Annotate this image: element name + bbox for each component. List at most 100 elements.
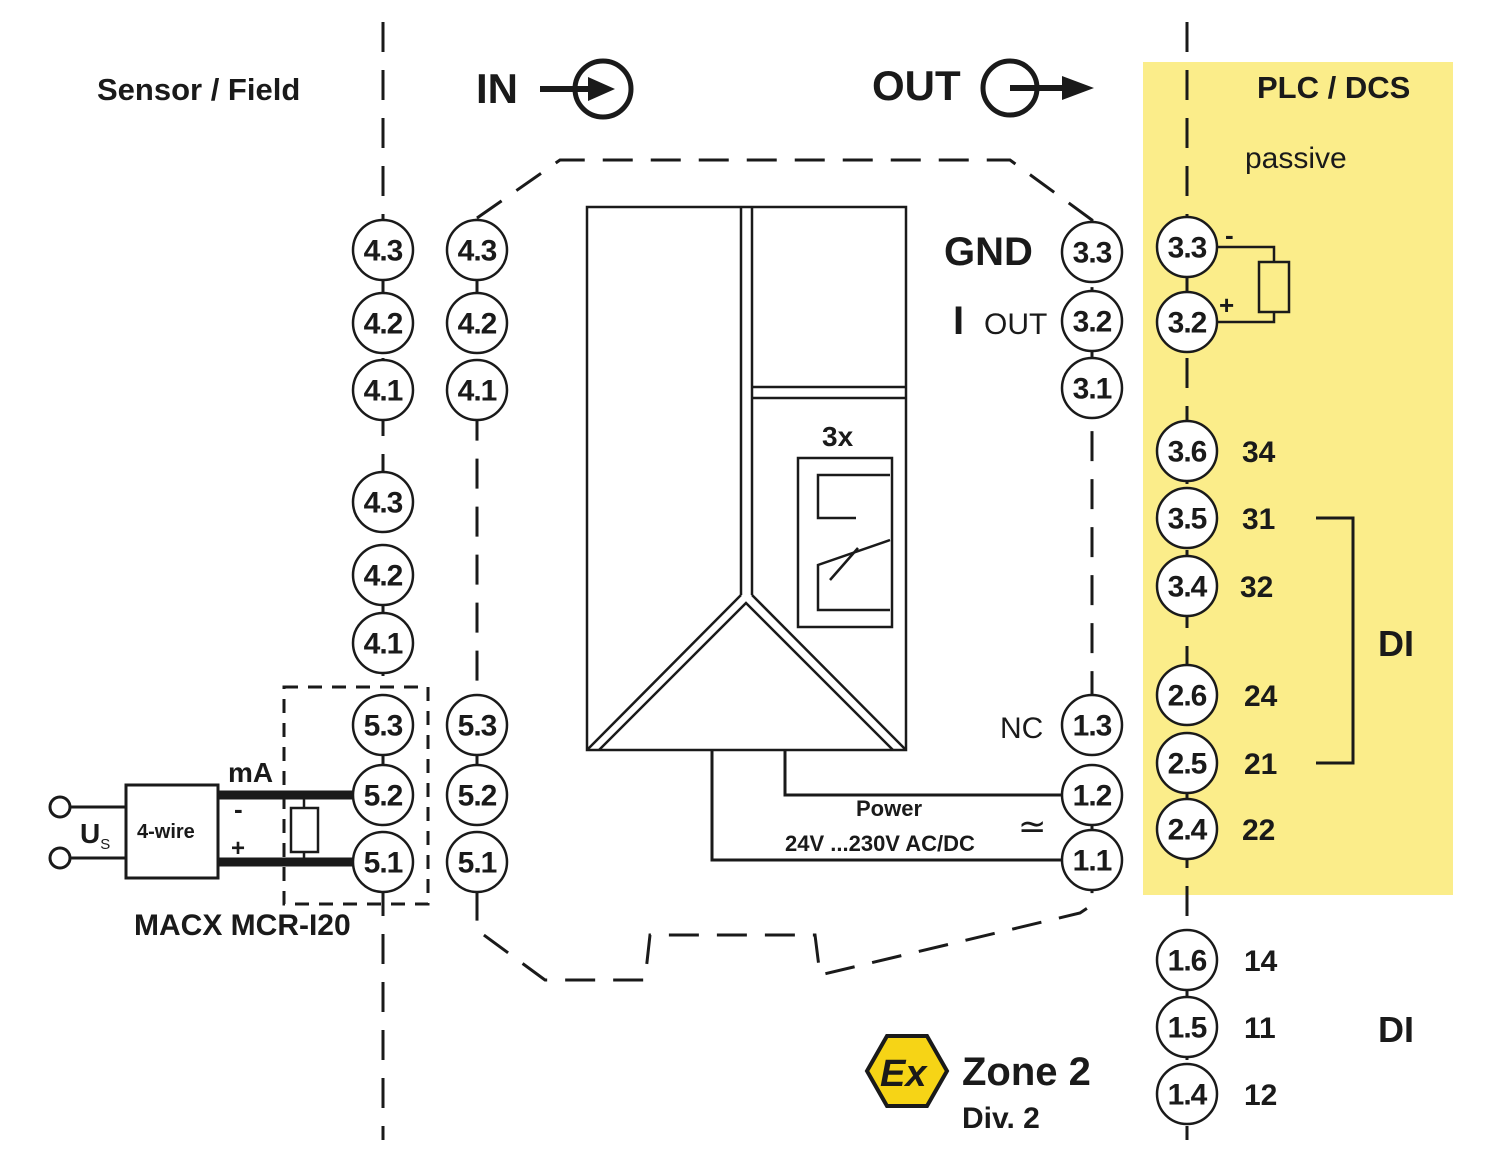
di-upper-bracket xyxy=(1316,516,1355,765)
svg-text:4.2: 4.2 xyxy=(458,308,497,341)
terminal-out-col-3: 1.3 xyxy=(1060,693,1124,757)
terminal-plc-col-5: 2.6 xyxy=(1155,663,1219,727)
device-housing-outline xyxy=(475,158,1094,982)
svg-text:4.3: 4.3 xyxy=(458,235,497,268)
us-label: US xyxy=(80,818,110,853)
svg-text:3.6: 3.6 xyxy=(1168,436,1207,469)
terminal-plc-col-10: 1.4 xyxy=(1155,1062,1219,1126)
terminal-sensor-col-8: 5.1 xyxy=(351,830,415,894)
svg-text:5.2: 5.2 xyxy=(364,780,403,813)
svg-text:3.2: 3.2 xyxy=(1073,306,1112,339)
nc-label: NC xyxy=(1000,712,1043,745)
out-arrow-icon xyxy=(980,58,1094,118)
terminal-in-col-3: 5.3 xyxy=(445,693,509,757)
power-label: Power xyxy=(856,796,922,821)
contact-number-4: 21 xyxy=(1244,748,1277,781)
svg-text:3.3: 3.3 xyxy=(1168,232,1207,265)
ma-label: mA xyxy=(228,757,273,788)
svg-text:1.4: 1.4 xyxy=(1168,1079,1208,1112)
plc-load-resistor-icon xyxy=(1216,245,1291,324)
terminal-out-col-2: 3.1 xyxy=(1060,356,1124,420)
svg-text:2.4: 2.4 xyxy=(1168,814,1208,847)
in-arrow-icon xyxy=(540,58,634,120)
plc-plus-sign: + xyxy=(1219,290,1234,320)
svg-text:3.4: 3.4 xyxy=(1168,571,1208,604)
svg-text:1.2: 1.2 xyxy=(1073,780,1112,813)
terminal-in-col-0: 4.3 xyxy=(445,218,509,282)
i-out-label: OUT xyxy=(984,308,1047,341)
terminal-in-col-4: 5.2 xyxy=(445,763,509,827)
terminal-plc-col-6: 2.5 xyxy=(1155,731,1219,795)
terminal-sensor-col-5: 4.1 xyxy=(351,611,415,675)
svg-text:4.2: 4.2 xyxy=(364,308,403,341)
terminal-in-col-2: 4.1 xyxy=(445,358,509,422)
svg-text:5.1: 5.1 xyxy=(458,847,497,880)
di-lower-label: DI xyxy=(1378,1009,1414,1050)
svg-text:4.1: 4.1 xyxy=(364,628,403,661)
relay-count-label: 3x xyxy=(822,421,854,452)
terminal-sensor-col-6: 5.3 xyxy=(351,693,415,757)
terminal-plc-col-3: 3.5 xyxy=(1155,486,1219,550)
terminal-sensor-col-1: 4.2 xyxy=(351,291,415,355)
di-upper-label: DI xyxy=(1378,623,1414,664)
terminal-sensor-col-0: 4.3 xyxy=(351,218,415,282)
plc-minus-sign: - xyxy=(1225,220,1234,250)
svg-text:3.5: 3.5 xyxy=(1168,503,1207,536)
terminal-plc-col-4: 3.4 xyxy=(1155,554,1219,618)
terminal-in-col-1: 4.2 xyxy=(445,291,509,355)
contact-number-8: 12 xyxy=(1244,1079,1277,1112)
terminal-plc-col-2: 3.6 xyxy=(1155,419,1219,483)
contact-number-2: 32 xyxy=(1240,571,1273,604)
gnd-label: GND xyxy=(944,230,1033,274)
div-label: Div. 2 xyxy=(962,1102,1040,1135)
sensor-minus-sign: - xyxy=(234,794,243,824)
power-wire-1 xyxy=(783,750,1062,797)
svg-text:3.2: 3.2 xyxy=(1168,307,1207,340)
contact-number-0: 34 xyxy=(1242,436,1276,469)
terminal-out-col-5: 1.1 xyxy=(1060,828,1124,892)
out-label: OUT xyxy=(872,62,961,109)
contact-number-7: 11 xyxy=(1244,1012,1276,1045)
svg-text:2.5: 2.5 xyxy=(1168,748,1207,781)
device-block xyxy=(585,205,908,752)
contact-number-6: 14 xyxy=(1244,945,1278,978)
terminal-plc-col-9: 1.5 xyxy=(1155,995,1219,1059)
terminal-sensor-col-2: 4.1 xyxy=(351,358,415,422)
ac-dc-symbol: ≃ xyxy=(1018,808,1047,846)
power-wire-2 xyxy=(710,750,1062,862)
power-range-label: 24V ...230V AC/DC xyxy=(785,831,975,856)
terminal-plc-col-0: 3.3 xyxy=(1155,215,1219,279)
terminal-in-col-5: 5.1 xyxy=(445,830,509,894)
svg-text:1.3: 1.3 xyxy=(1073,710,1112,743)
svg-text:5.2: 5.2 xyxy=(458,780,497,813)
passive-label: passive xyxy=(1245,142,1347,175)
terminal-plc-col-8: 1.6 xyxy=(1155,928,1219,992)
plc-dcs-label: PLC / DCS xyxy=(1257,70,1410,105)
svg-text:2.6: 2.6 xyxy=(1168,680,1207,713)
terminal-out-col-1: 3.2 xyxy=(1060,289,1124,353)
svg-text:5.3: 5.3 xyxy=(458,710,497,743)
svg-text:5.3: 5.3 xyxy=(364,710,403,743)
ex-hazardous-area-icon: Ex xyxy=(864,1034,950,1108)
four-wire-label: 4-wire xyxy=(137,821,195,843)
svg-text:Ex: Ex xyxy=(880,1053,928,1095)
svg-text:4.3: 4.3 xyxy=(364,235,403,268)
contact-number-3: 24 xyxy=(1244,680,1278,713)
i-symbol-label: I xyxy=(953,299,964,343)
svg-text:3.3: 3.3 xyxy=(1073,237,1112,270)
svg-text:1.6: 1.6 xyxy=(1168,945,1207,978)
contact-number-1: 31 xyxy=(1242,503,1275,536)
terminal-sensor-col-3: 4.3 xyxy=(351,470,415,534)
four-wire-transmitter-box xyxy=(124,783,220,880)
us-supply-terminals-icon xyxy=(48,795,126,870)
terminal-out-col-0: 3.3 xyxy=(1060,220,1124,284)
sensor-field-label: Sensor / Field xyxy=(97,72,300,107)
svg-text:4.2: 4.2 xyxy=(364,560,403,593)
svg-text:4.3: 4.3 xyxy=(364,487,403,520)
terminal-plc-col-7: 2.4 xyxy=(1155,797,1219,861)
zone-label: Zone 2 xyxy=(962,1050,1091,1094)
sensor-plus-sign: + xyxy=(231,835,245,862)
terminal-sensor-col-4: 4.2 xyxy=(351,543,415,607)
